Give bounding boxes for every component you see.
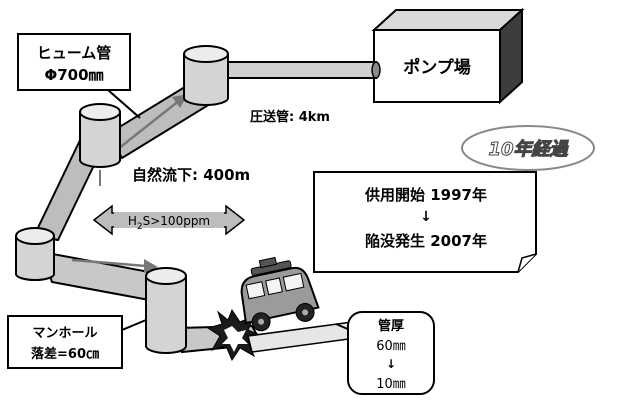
service-start: 供用開始 1997年: [364, 186, 487, 204]
h2s-indicator: H2S>100ppm: [92, 204, 246, 236]
timeline-note: 供用開始 1997年 ↓ 陥没発生 2007年: [313, 171, 537, 273]
manhole-label: マンホール 落差=60㎝: [7, 315, 147, 369]
pipe-type-name: ヒューム管: [37, 44, 112, 62]
pipe-type-label: ヒューム管 Φ700㎜: [17, 33, 141, 119]
car-icon: [240, 256, 320, 332]
manhole-4: [145, 267, 187, 354]
manhole-1: [183, 45, 229, 106]
collapse-occurred: 陥没発生 2007年: [365, 232, 487, 250]
manhole-name: マンホール: [32, 326, 97, 341]
pipe-diameter: Φ700㎜: [44, 66, 103, 84]
thickness-title: 管厚: [378, 318, 404, 334]
pump-station-label: ポンプ場: [403, 57, 471, 78]
pipe-thickness-callout: 管厚 60㎜ ↓ 10㎜: [335, 311, 435, 395]
manhole-3: [15, 227, 55, 281]
gravity-flow-label: 自然流下: 400m: [132, 166, 250, 184]
thickness-arrow: ↓: [386, 357, 396, 371]
thickness-after: 10㎜: [376, 377, 406, 392]
manhole-drop: 落差=60㎝: [31, 346, 99, 362]
pump-station: ポンプ場: [371, 7, 525, 105]
thickness-before: 60㎜: [376, 339, 406, 354]
elapsed-label: 10年経過: [488, 139, 569, 160]
manhole-2: [79, 103, 121, 168]
force-main-pipe: [219, 61, 381, 79]
timeline-arrow: ↓: [420, 209, 432, 225]
h2s-label: H2S>100ppm: [128, 214, 210, 232]
elapsed-badge: 10年経過: [461, 125, 595, 171]
force-main-label: 圧送管: 4km: [250, 109, 330, 125]
